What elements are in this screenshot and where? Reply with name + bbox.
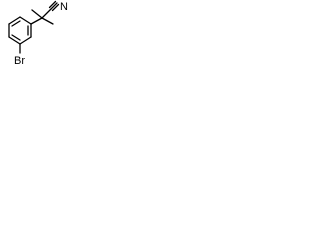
ring-bond-4 — [8, 36, 21, 45]
aryl-to-quaternary-bond — [30, 17, 43, 25]
nitrile-triple-bond-1 — [50, 2, 58, 10]
nitrogen-atom-label: N — [60, 1, 68, 13]
molecule-structure: Br N — [8, 0, 68, 67]
nitrile-triple-bond-3 — [51, 3, 60, 12]
ring-bond-3 — [19, 36, 32, 45]
ring-inner-bond-2 — [11, 20, 21, 27]
ring-bond-1 — [19, 16, 32, 25]
methyl-bond-right — [41, 17, 54, 25]
ring-bond-6 — [8, 16, 21, 25]
ring-inner-bond-3 — [11, 34, 21, 41]
nitrile-single-bond — [41, 8, 52, 19]
methyl-bond-left — [31, 9, 43, 19]
bromine-atom-label: Br — [14, 55, 25, 67]
structure-canvas: Br N — [0, 0, 80, 69]
nitrile-triple-bond-2 — [48, 0, 57, 9]
